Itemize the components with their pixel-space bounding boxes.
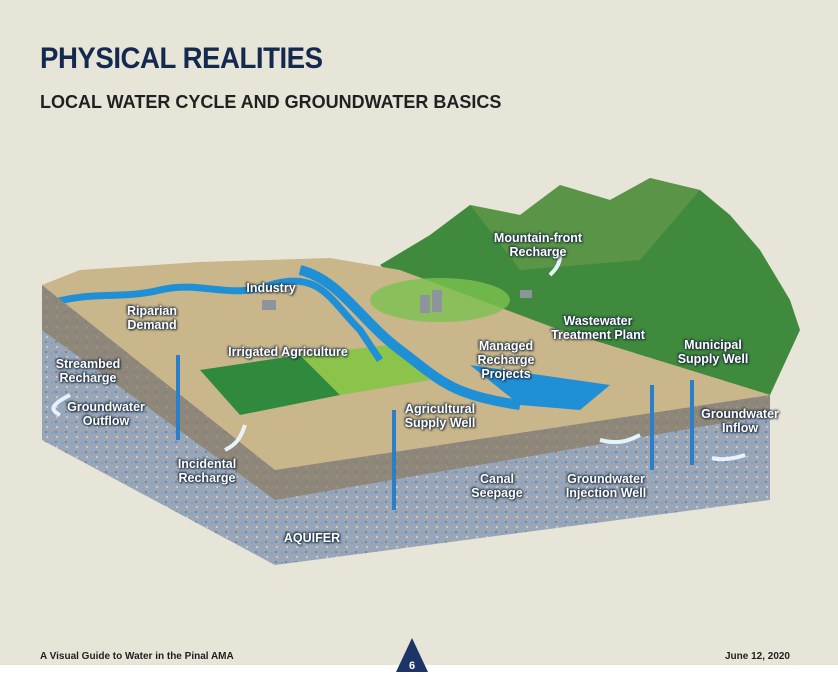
label-canal-seepage: Canal Seepage xyxy=(471,472,523,500)
page-number-badge: 6 xyxy=(396,638,428,672)
river xyxy=(43,277,383,362)
triangle-icon xyxy=(396,638,428,672)
label-industry: Industry xyxy=(246,281,296,295)
label-riparian-demand: Riparian Demand xyxy=(126,304,178,332)
label-irrigated-agriculture: Irrigated Agriculture xyxy=(228,345,348,359)
recharge-basin xyxy=(470,365,610,410)
label-agricultural-supply-well: Agricultural Supply Well xyxy=(404,402,476,430)
footer-guide-title: A Visual Guide to Water in the Pinal AMA xyxy=(40,651,234,662)
building xyxy=(432,290,442,312)
page-subtitle: LOCAL WATER CYCLE AND GROUNDWATER BASICS xyxy=(40,92,502,112)
well xyxy=(392,410,396,510)
label-managed-recharge-projects: Managed Recharge Projects xyxy=(477,339,535,381)
flow-arrow xyxy=(548,254,562,277)
mountain-highlight xyxy=(470,178,700,270)
well xyxy=(650,385,654,470)
label-municipal-supply-well: Municipal Supply Well xyxy=(677,338,749,366)
crop-field xyxy=(300,345,430,395)
building xyxy=(420,295,430,313)
flow-arrow xyxy=(599,433,641,445)
footer-date: June 12, 2020 xyxy=(724,651,790,662)
flow-arrow xyxy=(711,453,746,462)
label-streambed-recharge: Streambed Recharge xyxy=(55,357,121,385)
buildings xyxy=(262,290,532,313)
building xyxy=(520,290,532,298)
page-number: 6 xyxy=(408,660,416,672)
label-incidental-recharge: Incidental Recharge xyxy=(177,457,237,485)
flow-arrow xyxy=(51,393,71,417)
label-groundwater-inflow: Groundwater Inflow xyxy=(701,407,779,435)
front-face-soil-layer xyxy=(275,395,770,500)
front-face xyxy=(275,395,770,565)
building xyxy=(262,300,276,310)
canal xyxy=(298,265,521,410)
well xyxy=(176,355,180,440)
label-groundwater-injection-well: Groundwater Injection Well xyxy=(565,472,647,500)
well xyxy=(690,380,694,465)
flow-arrows xyxy=(51,254,746,462)
page-title: PHYSICAL REALITIES xyxy=(40,42,323,75)
label-mountain-front-recharge: Mountain-front Recharge xyxy=(493,231,583,259)
flow-arrow xyxy=(224,424,247,452)
crop-field xyxy=(200,355,340,415)
mountains xyxy=(380,178,800,395)
label-groundwater-outflow: Groundwater Outflow xyxy=(67,400,145,428)
left-face-soil-layer xyxy=(42,285,275,500)
label-aquifer: AQUIFER xyxy=(283,531,341,545)
label-wastewater-treatment-plant: Wastewater Treatment Plant xyxy=(551,314,645,342)
